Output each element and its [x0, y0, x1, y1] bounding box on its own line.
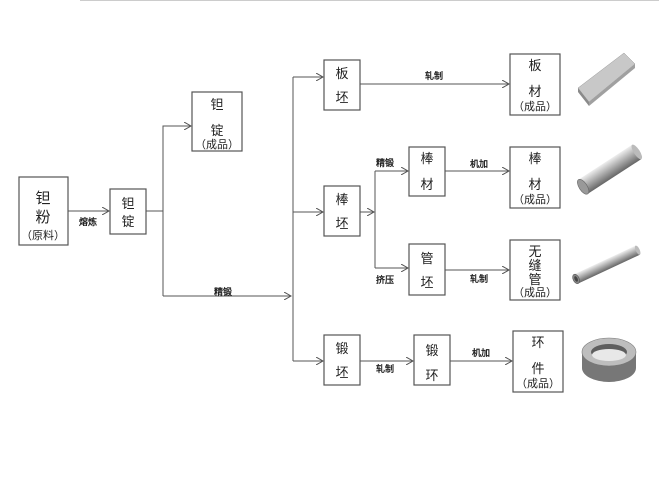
- svg-text:环: 环: [425, 369, 438, 384]
- svg-text:（成品）: （成品）: [513, 100, 557, 113]
- edge-label-precision-forging-bar: 精锻: [376, 157, 394, 169]
- svg-text:材: 材: [528, 178, 541, 193]
- svg-text:钽: 钽: [210, 98, 223, 113]
- node-bar-product: 棒 材 （成品）: [509, 146, 561, 209]
- edge-label-smelting: 熔炼: [79, 216, 97, 228]
- ring-image: [581, 337, 637, 382]
- svg-text:锻: 锻: [335, 342, 348, 357]
- node-tube-billet: 管 坯: [408, 243, 446, 296]
- svg-text:钽: 钽: [35, 189, 50, 207]
- svg-text:材: 材: [528, 85, 541, 100]
- tube-image: [572, 245, 641, 284]
- svg-text:件: 件: [531, 362, 544, 377]
- node-bar: 棒 材: [408, 146, 446, 197]
- node-ring-product: 环 件 （成品）: [512, 330, 564, 393]
- svg-text:锭: 锭: [121, 215, 134, 230]
- node-plate-product: 板 材 （成品）: [509, 53, 561, 116]
- svg-text:棒: 棒: [335, 193, 348, 208]
- svg-text:（成品）: （成品）: [516, 377, 560, 390]
- svg-text:钽: 钽: [121, 197, 134, 212]
- svg-text:（成品）: （成品）: [513, 286, 557, 299]
- svg-text:无: 无: [528, 245, 541, 260]
- node-ta-powder: 钽 粉 （原料）: [18, 176, 69, 246]
- edge-label-rolling-ring: 轧制: [376, 363, 394, 375]
- svg-text:锭: 锭: [210, 124, 223, 139]
- svg-text:坯: 坯: [335, 217, 348, 232]
- svg-text:粉: 粉: [35, 208, 50, 226]
- node-ta-ingot: 钽 锭: [109, 188, 147, 235]
- svg-text:管: 管: [528, 273, 541, 288]
- svg-text:坯: 坯: [420, 276, 433, 291]
- svg-text:（成品）: （成品）: [195, 138, 239, 151]
- edge-label-extrusion: 挤压: [376, 274, 394, 286]
- node-slab: 板 坯: [323, 59, 361, 111]
- edge-label-rolling-tube: 轧制: [470, 273, 488, 285]
- rod-image: [577, 144, 643, 195]
- svg-text:棒: 棒: [528, 152, 541, 167]
- svg-text:（原料）: （原料）: [21, 228, 65, 242]
- svg-text:锻: 锻: [425, 344, 438, 359]
- node-seamless-tube-product: 无 缝 管 （成品）: [509, 239, 561, 301]
- svg-text:材: 材: [420, 178, 433, 193]
- svg-text:坯: 坯: [335, 366, 348, 381]
- node-forging-billet: 锻 坯: [323, 334, 361, 386]
- svg-text:板: 板: [335, 67, 348, 82]
- node-bar-billet: 棒 坯: [323, 185, 361, 237]
- svg-text:管: 管: [420, 252, 433, 267]
- node-ta-ingot-product: 钽 锭 （成品）: [191, 91, 243, 152]
- connectors: [68, 77, 512, 361]
- svg-text:（成品）: （成品）: [513, 193, 557, 206]
- node-forged-ring: 锻 环: [413, 334, 451, 386]
- svg-text:棒: 棒: [420, 152, 433, 167]
- svg-text:缝: 缝: [528, 259, 541, 274]
- edge-label-machining-ring: 机加: [472, 347, 490, 359]
- plate-image: [577, 52, 636, 106]
- svg-text:板: 板: [528, 59, 541, 74]
- edge-label-precision-forging: 精锻: [214, 286, 232, 298]
- svg-text:环: 环: [531, 336, 544, 351]
- edge-label-rolling-plate: 轧制: [425, 70, 443, 82]
- edge-label-machining-bar: 机加: [470, 158, 488, 170]
- svg-text:坯: 坯: [335, 91, 348, 106]
